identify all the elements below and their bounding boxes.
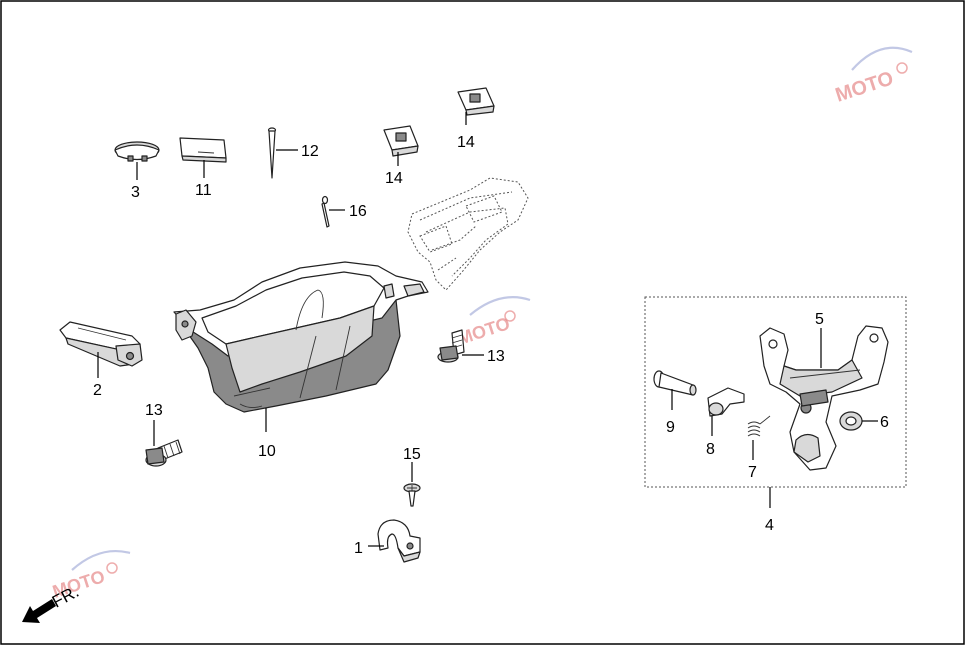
callout-13-left: 13 [145,402,163,419]
part-1-cable-clamp: 1 [354,519,421,563]
part-10-storage-box: 10 [173,261,429,460]
callout-9: 9 [666,419,675,436]
part-15-screw: 15 [403,446,421,507]
part-13-flange-bolt-left: 13 [145,402,183,467]
front-arrow-icon [22,599,56,623]
part-3-cap: 3 [114,141,160,201]
callout-5: 5 [815,311,824,328]
subassembly-4: 4 5 6 7 [644,296,907,534]
callout-14-left: 14 [385,170,403,187]
part-5-bracket: 5 [759,311,889,471]
watermark-logo-top-right: MOTO [833,46,913,107]
watermark-text: MOTO [833,67,897,106]
callout-11: 11 [195,182,212,199]
callout-10: 10 [258,443,276,460]
callout-4: 4 [765,517,774,534]
callout-8: 8 [706,441,715,458]
hidden-frame-bracket [407,177,529,291]
part-14-clip-nut-top: 14 [457,87,495,151]
part-11-plate: 11 [179,137,227,199]
part-6-nut: 6 [839,411,889,431]
callout-13-right: 13 [487,348,505,365]
part-14-clip-nut-left: 14 [383,125,419,187]
watermark-logo-center: MOTO [455,296,531,349]
part-2-latch-plate: 2 [59,321,143,399]
part-9-pin: 9 [653,370,697,436]
part-7-spring: 7 [747,415,771,481]
callout-12: 12 [301,143,319,160]
part-13-flange-bolt-right: 13 [437,329,505,365]
callout-2: 2 [93,382,102,399]
callout-15: 15 [403,446,421,463]
part-12-rod: 12 [267,127,319,179]
subassembly-4-box [644,296,907,488]
callout-7: 7 [748,464,757,481]
part-8-lever: 8 [706,387,745,458]
callout-3: 3 [131,184,140,201]
part-16-pin: 16 [321,195,367,228]
callout-16: 16 [349,203,367,220]
callout-1: 1 [354,540,363,557]
callout-6: 6 [880,414,889,431]
callout-14-top: 14 [457,134,475,151]
